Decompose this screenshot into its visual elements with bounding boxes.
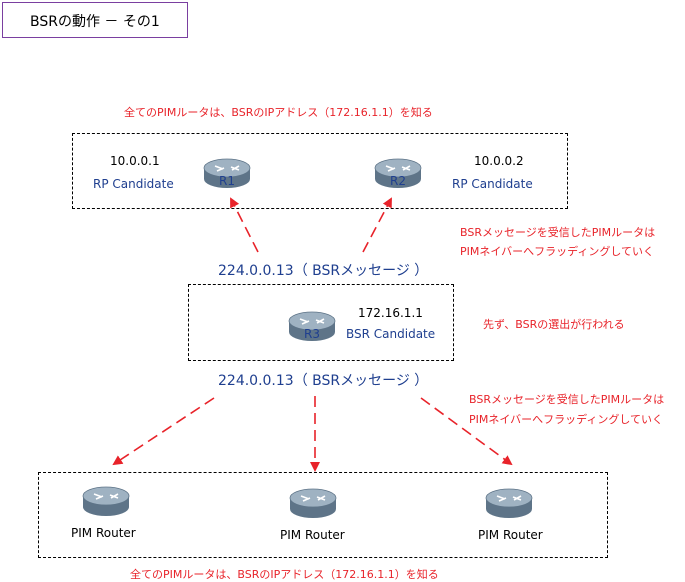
r3-label: R3 <box>304 327 320 341</box>
router-r1[interactable]: R1 <box>201 155 253 191</box>
election-note: 先ず、BSRの選出が行われる <box>483 318 625 331</box>
flood-note-upper-line2: PIMネイバーへフラッディングしていく <box>460 245 655 258</box>
arrow-to-pim-3 <box>420 397 513 466</box>
flood-note-lower-line2: PIMネイバーへフラッディングしていく <box>469 413 664 426</box>
r2-role: RP Candidate <box>452 177 533 191</box>
arrow-to-r1 <box>230 197 259 253</box>
router-pim-3[interactable] <box>483 485 535 521</box>
diagram-title: BSRの動作 － その1 <box>30 14 160 30</box>
arrow-to-pim-1 <box>112 397 215 466</box>
pim-router-3-label: PIM Router <box>478 528 543 542</box>
bsr-message-label-lower: 224.0.0.13（ BSRメッセージ ） <box>218 373 429 389</box>
router-icon <box>374 158 422 188</box>
bottom-note: 全てのPIMルータは、BSRのIPアドレス（172.16.1.1）を知る <box>130 568 439 581</box>
router-r3[interactable]: R3 <box>286 308 338 344</box>
pim-router-1-label: PIM Router <box>71 526 136 540</box>
router-icon <box>485 488 533 518</box>
bsr-message-label-upper: 224.0.0.13（ BSRメッセージ ） <box>218 263 429 279</box>
r2-label: R2 <box>390 174 406 188</box>
pim-router-group <box>38 472 608 558</box>
router-pim-1[interactable] <box>80 483 132 519</box>
r2-ip: 10.0.0.2 <box>474 154 524 168</box>
router-icon <box>288 311 336 341</box>
arrow-to-r2 <box>362 197 392 253</box>
title-box <box>2 2 188 38</box>
r3-role: BSR Candidate <box>346 327 436 341</box>
r1-role: RP Candidate <box>93 177 174 191</box>
pim-router-2-label: PIM Router <box>280 528 345 542</box>
r3-ip: 172.16.1.1 <box>358 306 423 320</box>
router-pim-2[interactable] <box>287 485 339 521</box>
router-icon <box>203 158 251 188</box>
r1-label: R1 <box>219 174 235 188</box>
top-note: 全てのPIMルータは、BSRのIPアドレス（172.16.1.1）を知る <box>124 106 433 119</box>
r1-ip: 10.0.0.1 <box>110 154 160 168</box>
router-icon <box>82 486 130 516</box>
bsr-candidate-group <box>188 284 454 361</box>
flood-note-upper-line1: BSRメッセージを受信したPIMルータは <box>460 226 656 239</box>
router-icon <box>289 488 337 518</box>
flood-note-lower-line1: BSRメッセージを受信したPIMルータは <box>469 393 665 406</box>
rp-candidate-group <box>72 133 568 209</box>
router-r2[interactable]: R2 <box>372 155 424 191</box>
